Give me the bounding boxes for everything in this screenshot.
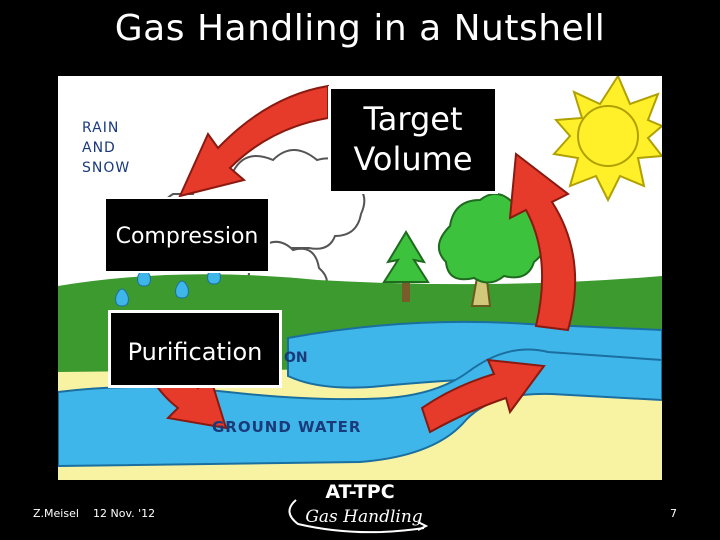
tree-icon (438, 193, 546, 307)
arrow-icon (178, 84, 329, 198)
arrow-icon (420, 358, 546, 434)
target-volume-line: Target (363, 100, 463, 138)
slide-title: Gas Handling in a Nutshell (114, 8, 606, 49)
target-volume-box: Target Volume (328, 86, 498, 194)
arrow-icon (508, 152, 577, 332)
partial-label: ON (284, 350, 308, 366)
footer-author: Z.Meisel (33, 507, 79, 520)
sun-icon (552, 76, 662, 203)
logo-line2: Gas Handling (305, 507, 422, 527)
rain-label: AND (82, 140, 116, 156)
logo-line1: AT-TPC (325, 481, 394, 503)
compression-box: Compression (104, 197, 270, 273)
target-volume-line: Volume (353, 140, 473, 178)
rain-label: RAIN (82, 120, 119, 136)
purification-box: Purification (108, 310, 282, 388)
at-tpc-logo: AT-TPC Gas Handling (288, 481, 429, 534)
pine-tree-icon (382, 230, 430, 302)
ground-water-label: GROUND WATER (212, 418, 361, 436)
page-number: 7 (670, 507, 677, 520)
rain-label: SNOW (82, 160, 130, 176)
footer-date: 12 Nov. '12 (93, 507, 156, 520)
